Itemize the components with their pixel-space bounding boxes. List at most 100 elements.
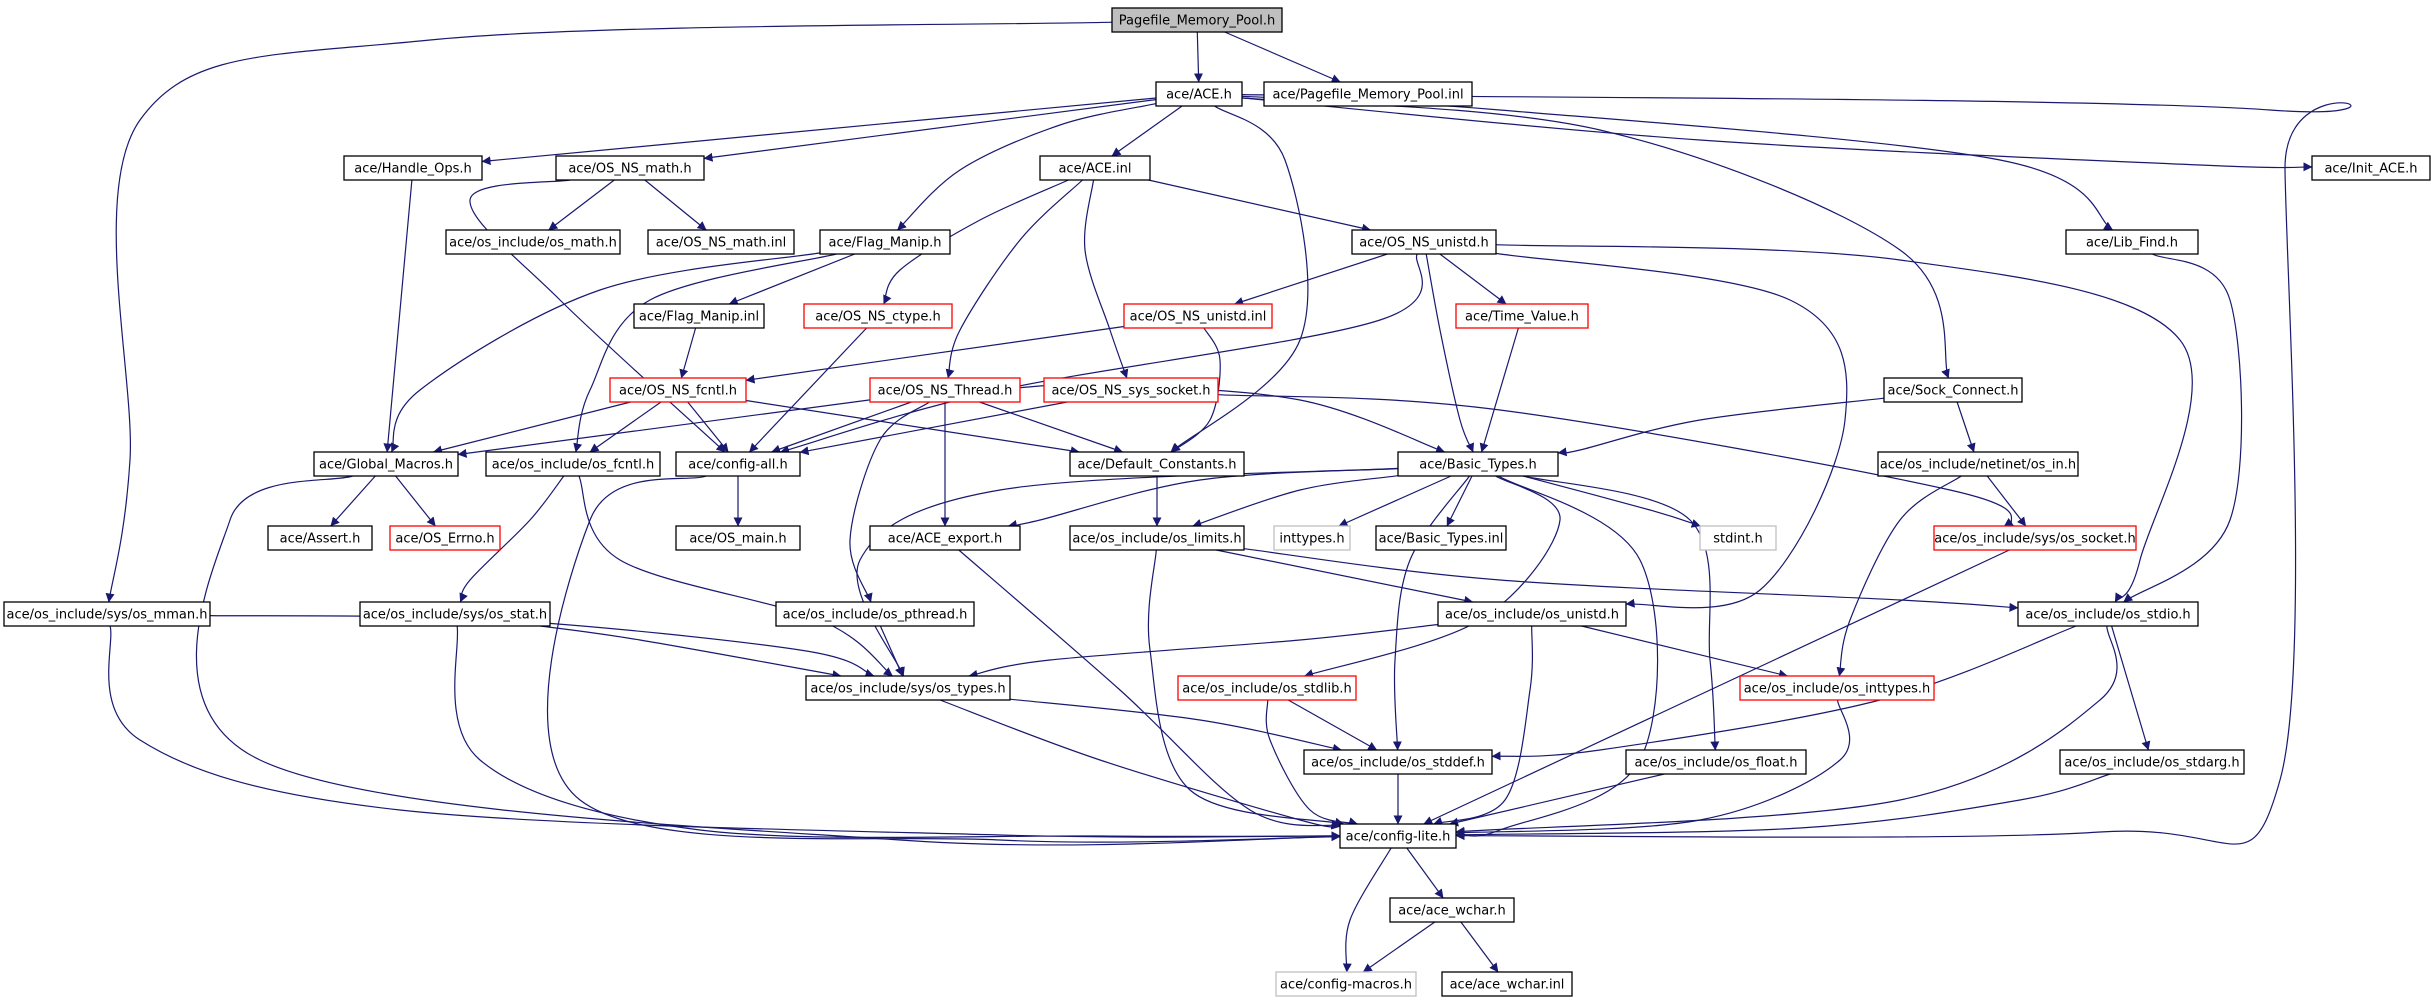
node-box	[313, 451, 459, 477]
node-label: ace/os_include/os_stddef.h	[1311, 756, 1485, 771]
edge-basic_types-to-inttypes_h	[1338, 475, 1452, 527]
node-box	[343, 155, 483, 181]
edge-ace_wchar-to-ace_wchar_inl	[1460, 921, 1499, 973]
node-box	[267, 525, 373, 551]
node-os-stdarg[interactable]: ace/os_include/os_stdarg.h	[2059, 749, 2245, 775]
node-box	[389, 525, 501, 551]
edge-os_ns_fcntl-to-global_macros	[432, 401, 631, 455]
node-box	[1441, 971, 1573, 997]
node-ace-export[interactable]: ace/ACE_export.h	[869, 525, 1021, 551]
node-os-ns-ctype[interactable]: ace/OS_NS_ctype.h	[803, 303, 953, 329]
node-label: ace/os_include/os_unistd.h	[1445, 608, 1619, 623]
edge-ace_inl-to-os_ns_unistd	[1148, 179, 1372, 233]
node-label: ace/Flag_Manip.inl	[639, 310, 759, 325]
node-os-ns-sys-socket[interactable]: ace/OS_NS_sys_socket.h	[1043, 377, 1219, 403]
edge-global_macros-to-config_lite	[195, 475, 1341, 846]
node-os-stdio[interactable]: ace/os_include/os_stdio.h	[2017, 601, 2199, 627]
edge-os_ns_unistd-to-os_ns_unistd_inl	[1234, 253, 1388, 306]
edge-sys_os_stat-to-config_lite	[454, 625, 1341, 841]
node-pmp-inl[interactable]: ace/Pagefile_Memory_Pool.inl	[1263, 81, 1473, 107]
node-label: ace/Sock_Connect.h	[1888, 384, 2019, 399]
edge-ace_wchar-to-config_macros	[1362, 921, 1436, 973]
node-ace-wchar[interactable]: ace/ace_wchar.h	[1389, 897, 1515, 923]
node-ace-wchar-inl[interactable]: ace/ace_wchar.inl	[1441, 971, 1573, 997]
node-ace-inl[interactable]: ace/ACE.inl	[1039, 155, 1151, 181]
node-label: ace/OS_main.h	[689, 532, 786, 547]
node-os-ns-math-inl[interactable]: ace/OS_NS_math.inl	[647, 229, 795, 255]
node-os-stddef[interactable]: ace/os_include/os_stddef.h	[1303, 749, 1493, 775]
node-label: ace/Default_Constants.h	[1077, 458, 1236, 473]
node-os-limits[interactable]: ace/os_include/os_limits.h	[1069, 525, 1245, 551]
edge-sock_connect-to-netinet_in	[1956, 401, 1976, 453]
node-label: ace/os_include/os_pthread.h	[783, 608, 968, 623]
edge-os_pthread-to-sys_os_types	[879, 625, 904, 677]
edge-sys_os_types-to-config_lite	[939, 699, 1341, 830]
node-label: ace/os_include/os_stdio.h	[2025, 608, 2190, 623]
node-box	[1877, 451, 2079, 477]
edge-sys_os_types-to-os_stddef	[1009, 698, 1342, 753]
node-sys-os-mman[interactable]: ace/os_include/sys/os_mman.h	[3, 601, 211, 627]
node-assert-h[interactable]: ace/Assert.h	[267, 525, 373, 551]
node-global-macros[interactable]: ace/Global_Macros.h	[313, 451, 459, 477]
node-label: ace/config-lite.h	[1346, 830, 1451, 845]
node-label: ace/ace_wchar.inl	[1450, 978, 1565, 993]
node-label: ace/Flag_Manip.h	[829, 236, 942, 251]
node-sys-os-types[interactable]: ace/os_include/sys/os_types.h	[805, 675, 1011, 701]
node-os-pthread[interactable]: ace/os_include/os_pthread.h	[775, 601, 975, 627]
edge-ace_h-to-os_ns_math	[703, 99, 1157, 162]
node-lib-find[interactable]: ace/Lib_Find.h	[2065, 229, 2199, 255]
node-box	[1455, 303, 1589, 329]
node-basic-types-inl[interactable]: ace/Basic_Types.inl	[1375, 525, 1507, 551]
node-os-ns-math[interactable]: ace/OS_NS_math.h	[555, 155, 705, 181]
node-os-stdlib[interactable]: ace/os_include/os_stdlib.h	[1177, 675, 1357, 701]
edge-basic_types-to-os_stddef	[1392, 475, 1470, 751]
node-os-float[interactable]: ace/os_include/os_float.h	[1625, 749, 1807, 775]
node-os-inttypes[interactable]: ace/os_include/os_inttypes.h	[1739, 675, 1935, 701]
node-label: ace/config-macros.h	[1280, 978, 1412, 993]
edge-ace_h-to-lib_find	[1241, 95, 2114, 231]
edge-basic_types-to-os_stdlib	[1304, 475, 1561, 678]
node-init-ace[interactable]: ace/Init_ACE.h	[2311, 155, 2431, 181]
node-os-ns-fcntl[interactable]: ace/OS_NS_fcntl.h	[609, 377, 747, 403]
node-label: ace/Basic_Types.inl	[1379, 532, 1504, 547]
edge-os_stdlib-to-os_stddef	[1287, 699, 1378, 751]
node-ace-h[interactable]: ace/ACE.h	[1155, 81, 1243, 107]
node-box	[1739, 675, 1935, 701]
edge-basic_types-to-stdint_h	[1522, 475, 1701, 528]
node-os-ns-thread[interactable]: ace/OS_NS_Thread.h	[869, 377, 1021, 403]
node-handle-ops[interactable]: ace/Handle_Ops.h	[343, 155, 483, 181]
edge-os_ns_unistd-to-os_stdio	[1495, 244, 2193, 603]
node-os-main[interactable]: ace/OS_main.h	[675, 525, 801, 551]
node-box	[869, 377, 1021, 403]
node-os-errno[interactable]: ace/OS_Errno.h	[389, 525, 501, 551]
node-os-unistd[interactable]: ace/os_include/os_unistd.h	[1437, 601, 1627, 627]
node-config-lite[interactable]: ace/config-lite.h	[1339, 823, 1457, 849]
node-box	[675, 525, 801, 551]
node-label: ace/Global_Macros.h	[319, 458, 453, 473]
node-os-ns-unistd[interactable]: ace/OS_NS_unistd.h	[1351, 229, 1497, 255]
node-root[interactable]: Pagefile_Memory_Pool.h	[1111, 7, 1283, 33]
node-sock-connect[interactable]: ace/Sock_Connect.h	[1883, 377, 2023, 403]
node-config-all[interactable]: ace/config-all.h	[675, 451, 801, 477]
node-label: ace/Assert.h	[280, 532, 361, 547]
node-flag-manip-inl[interactable]: ace/Flag_Manip.inl	[633, 303, 765, 329]
node-basic-types[interactable]: ace/Basic_Types.h	[1397, 451, 1559, 477]
node-os-fcntl[interactable]: ace/os_include/os_fcntl.h	[485, 451, 661, 477]
node-box	[3, 601, 211, 627]
node-inttypes-h[interactable]: inttypes.h	[1273, 525, 1351, 551]
node-flag-manip[interactable]: ace/Flag_Manip.h	[819, 229, 951, 255]
node-label: ace/os_include/os_inttypes.h	[1744, 682, 1931, 697]
node-sys-os-stat[interactable]: ace/os_include/sys/os_stat.h	[359, 601, 551, 627]
node-stdint-h[interactable]: stdint.h	[1699, 525, 1777, 551]
node-label: ace/os_include/os_limits.h	[1072, 532, 1241, 547]
node-os-ns-unistd-inl[interactable]: ace/OS_NS_unistd.inl	[1123, 303, 1273, 329]
node-sys-os-socket[interactable]: ace/os_include/sys/os_socket.h	[1933, 525, 2137, 551]
node-config-macros[interactable]: ace/config-macros.h	[1275, 971, 1417, 997]
node-default-constants[interactable]: ace/Default_Constants.h	[1069, 451, 1245, 477]
node-label: Pagefile_Memory_Pool.h	[1119, 14, 1275, 29]
node-label: ace/Time_Value.h	[1465, 310, 1579, 325]
node-netinet-in[interactable]: ace/os_include/netinet/os_in.h	[1877, 451, 2079, 477]
node-os-math[interactable]: ace/os_include/os_math.h	[445, 229, 621, 255]
node-label: stdint.h	[1713, 532, 1762, 547]
node-time-value[interactable]: ace/Time_Value.h	[1455, 303, 1589, 329]
